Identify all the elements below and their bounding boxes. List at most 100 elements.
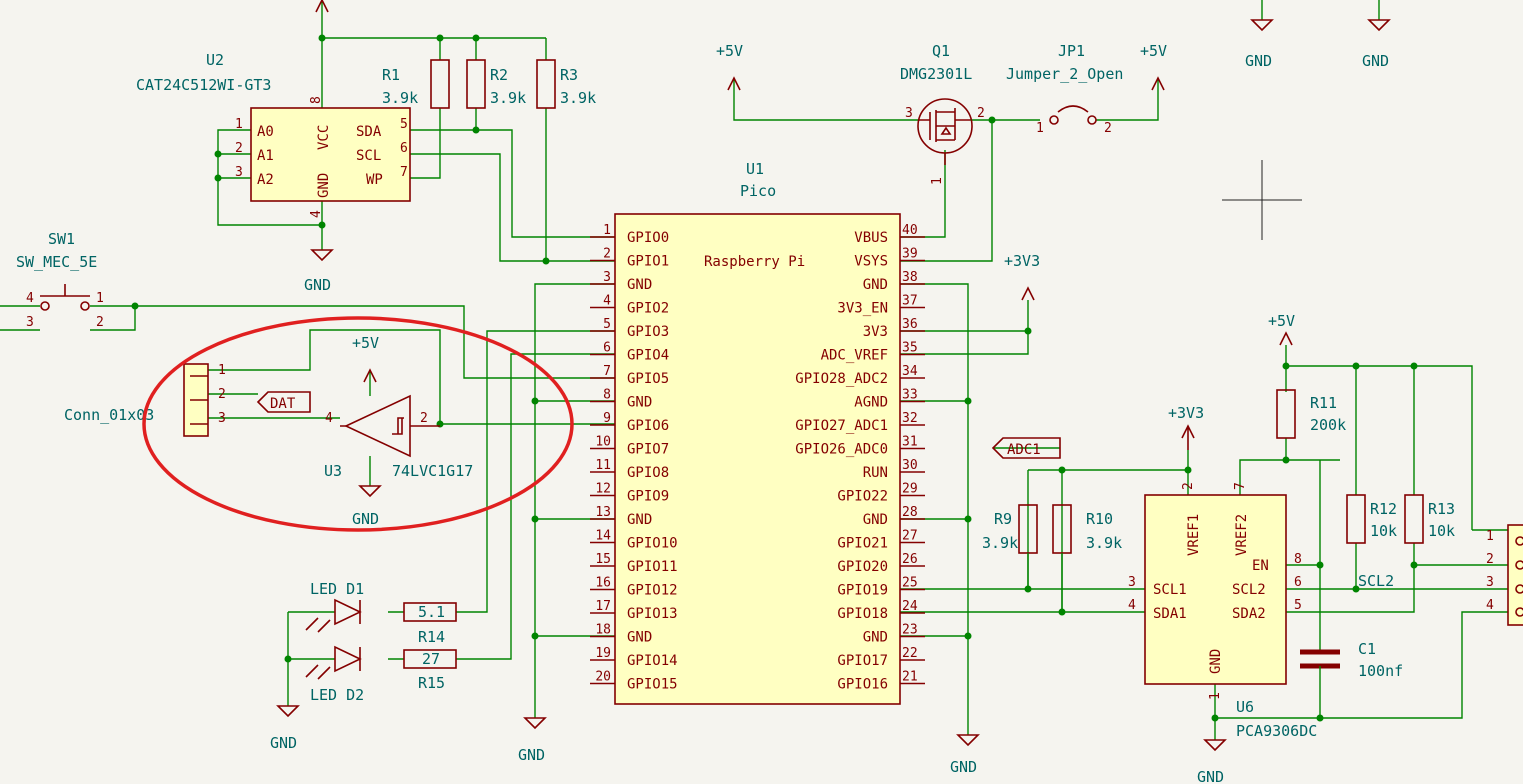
u6-pin-gnd: GND: [1208, 649, 1224, 674]
gnd-label-pico-right: GND: [950, 758, 977, 776]
pico-right-pin-num: 25: [902, 576, 918, 591]
u6-pin-scl2: SCL2: [1232, 582, 1266, 598]
r1-value: 3.9k: [382, 89, 418, 107]
r10-value: 3.9k: [1086, 534, 1122, 552]
vcc5-label-jp1: +5V: [1140, 42, 1167, 60]
u2-num-5: 5: [400, 117, 408, 132]
u6-ref: U6: [1236, 698, 1254, 716]
crosshair-cursor-icon: [1222, 160, 1302, 240]
gnd-label-u3: GND: [352, 510, 379, 528]
pico-right-pin-num: 36: [902, 317, 918, 332]
r13-ref: R13: [1428, 500, 1455, 518]
pico-left-pin-num: 2: [603, 247, 611, 262]
pico-left-pin-num: 13: [595, 505, 611, 520]
u2-pin-a1: A1: [257, 148, 274, 164]
pico-left-pin-num: 16: [595, 576, 611, 591]
q1-pin-3: 3: [905, 106, 913, 121]
d1-ref: LED D1: [310, 580, 364, 598]
scl2-net-label: SCL2: [1358, 572, 1394, 590]
sw1-pin-2: 2: [96, 315, 104, 330]
pico-right-pin-num: 33: [902, 388, 918, 403]
r11-r13-c1: R11 200k R12 10k R13 10k C1 100nf SCL2: [1276, 389, 1455, 680]
pico-right-pin-name: GPIO28_ADC2: [795, 371, 888, 387]
pico-left-pin-name: GPIO2: [627, 301, 669, 317]
pico-right-pin-name: GPIO26_ADC0: [795, 442, 888, 458]
r2-value: 3.9k: [490, 89, 526, 107]
pico-right-pin-num: 39: [902, 247, 918, 262]
gnd-label-top1: GND: [1245, 52, 1272, 70]
gnd-label-top2: GND: [1362, 52, 1389, 70]
u3-ref: U3: [324, 462, 342, 480]
pico-left-pin-name: GPIO1: [627, 254, 669, 270]
pico-right-pin-num: 23: [902, 623, 918, 638]
pico-left-pin-num: 18: [595, 623, 611, 638]
pico-right-pin-name: GND: [863, 512, 888, 528]
u2-num-7: 7: [400, 165, 408, 180]
pico-left-pin-name: GPIO4: [627, 348, 669, 364]
pico-right-pin-name: GND: [863, 277, 888, 293]
jp1-jumper: JP1 Jumper_2_Open 1 2: [1006, 42, 1123, 136]
u1-value: Pico: [740, 182, 776, 200]
pico-right-pin-num: 26: [902, 552, 918, 567]
gnd-symbol-u2: [310, 249, 334, 262]
annotation-ellipse: [142, 316, 574, 532]
u2-pin-a2: A2: [257, 172, 274, 188]
gnd-label-pico-left: GND: [518, 746, 545, 764]
gnd-label-u6: GND: [1197, 768, 1224, 784]
u2-num-2: 2: [235, 141, 243, 156]
pico-left-pin-name: GPIO9: [627, 489, 669, 505]
conn-pin-1: 1: [218, 363, 226, 378]
pico-right-pin-name: VSYS: [854, 254, 888, 270]
pico-left-pin-name: GPIO0: [627, 230, 669, 246]
pico-right-pin-num: 21: [902, 670, 918, 685]
pico-right-pin-name: VBUS: [854, 230, 888, 246]
sw1-pin-3: 3: [26, 315, 34, 330]
pico-right-pin-name: RUN: [863, 465, 888, 481]
pico-right-pin-num: 30: [902, 458, 918, 473]
pico-left-pin-name: GND: [627, 630, 652, 646]
pico-right-pin-name: GPIO19: [837, 583, 888, 599]
u3-value: 74LVC1G17: [392, 462, 473, 480]
r10-ref: R10: [1086, 510, 1113, 528]
u2-num-8: 8: [309, 96, 324, 104]
u6-value: PCA9306DC: [1236, 722, 1317, 740]
pico-right-pin-num: 27: [902, 529, 918, 544]
pico-left-pin-name: GPIO11: [627, 559, 678, 575]
r1-ref: R1: [382, 66, 400, 84]
d2-ref: LED D2: [310, 686, 364, 704]
pico-left-pin-name: GND: [627, 277, 652, 293]
pico-left-pin-num: 7: [603, 364, 611, 379]
r14-ref: R14: [418, 628, 445, 646]
pico-left-pin-num: 17: [595, 599, 611, 614]
sw1-pin-4: 4: [26, 291, 34, 306]
u6-num-8: 8: [1294, 552, 1302, 567]
u6-num-1: 1: [1208, 692, 1223, 700]
pico-left-pin-num: 4: [603, 294, 611, 309]
u2-pin-gnd: GND: [316, 173, 332, 198]
pico-right-pin-num: 31: [902, 435, 918, 450]
conn-value: Conn_01x03: [64, 406, 154, 424]
u6-pin-vref1: VREF1: [1186, 514, 1202, 556]
pico-right-pin-name: GPIO21: [837, 536, 888, 552]
jp1-value: Jumper_2_Open: [1006, 65, 1123, 83]
vcc5-label-r11: +5V: [1268, 312, 1295, 330]
pico-left-pin-name: GPIO3: [627, 324, 669, 340]
pico-right-pin-name: GPIO22: [837, 489, 888, 505]
r14-value: 5.1: [418, 603, 445, 621]
u3-buffer: 4 2 U3 74LVC1G17: [324, 394, 473, 480]
u6-pin-en: EN: [1252, 558, 1269, 574]
u2-eeprom: U2 CAT24C512WI-GT3 A0 A1 A2 SDA SCL WP V…: [136, 51, 411, 218]
r13-value: 10k: [1428, 522, 1455, 540]
vcc5-label-u3: +5V: [352, 334, 379, 352]
pico-left-pin-num: 10: [595, 435, 611, 450]
u6-pin-sda1: SDA1: [1153, 606, 1187, 622]
u6-num-6: 6: [1294, 575, 1302, 590]
pico-right-pin-name: GPIO20: [837, 559, 888, 575]
u2-pin-scl: SCL: [356, 148, 381, 164]
pico-right-pin-num: 22: [902, 646, 918, 661]
c1-ref: C1: [1358, 640, 1376, 658]
pico-left-pin-name: GPIO14: [627, 653, 678, 669]
